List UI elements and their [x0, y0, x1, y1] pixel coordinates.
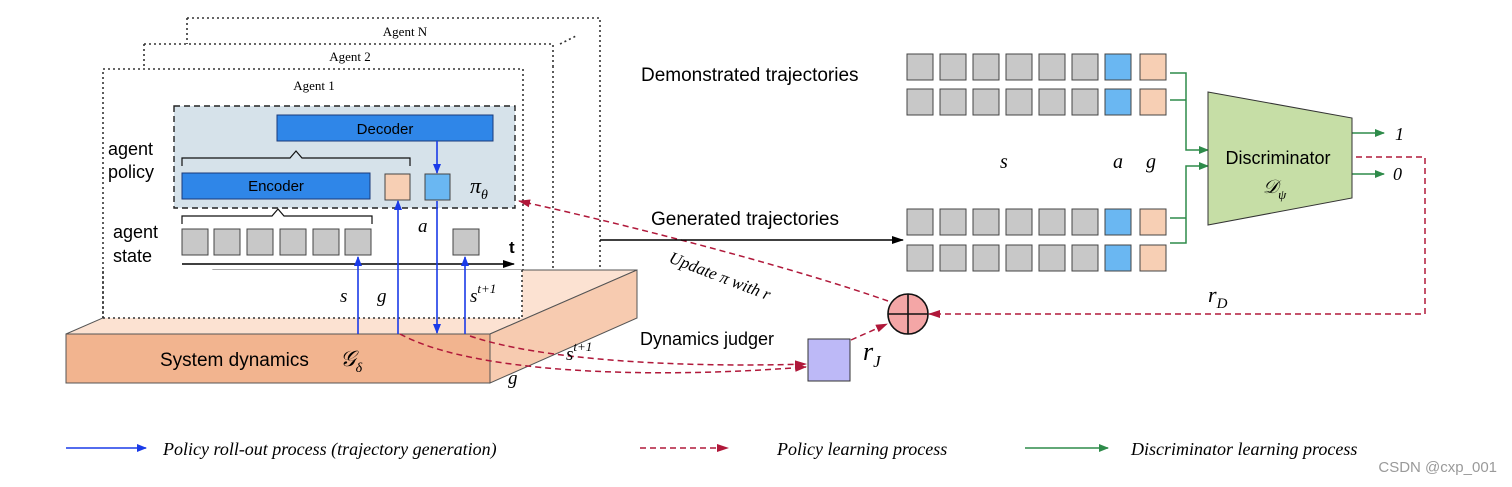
gen-row-1 — [906, 208, 1167, 236]
discriminator-shape — [1207, 91, 1353, 226]
demo-row-1 — [906, 53, 1167, 81]
generated-trajectories-label: Generated trajectories — [651, 209, 839, 230]
time-axis-label: t — [509, 238, 515, 257]
system-dynamics-slab: System dynamics 𝒢δ — [65, 269, 638, 384]
encoder-brace — [181, 150, 411, 166]
judger-to-sum-arrow — [850, 323, 888, 341]
state-cell — [213, 228, 241, 256]
ellipsis-dots — [559, 35, 577, 45]
column-label-s: s — [1000, 151, 1008, 173]
label-s-next: st+1 — [470, 281, 496, 307]
output-0-label: 0 — [1393, 164, 1402, 184]
disc-to-sum-arrow — [928, 156, 1426, 318]
legend-rollout-label: Policy roll-out process (trajectory gene… — [162, 439, 497, 460]
column-label-a: a — [1113, 151, 1123, 173]
agent-n-title: Agent N — [383, 24, 428, 39]
agent-2-title: Agent 2 — [329, 49, 371, 64]
state-cell — [181, 228, 209, 256]
policy-label-line1: agent — [108, 139, 153, 159]
agent-1-title: Agent 1 — [293, 78, 335, 93]
disc-reward-label: rD — [1208, 282, 1228, 312]
state-cell — [279, 228, 307, 256]
decoder-box — [276, 114, 494, 142]
label-s: s — [340, 286, 347, 307]
label-a: a — [418, 216, 428, 237]
action-output-box — [424, 173, 451, 201]
encoder-box — [181, 172, 371, 200]
legend-disc-learning-label: Discriminator learning process — [1130, 439, 1357, 459]
demo-row-2 — [906, 88, 1167, 116]
state-cell — [312, 228, 340, 256]
update-policy-label: Update π with r — [667, 248, 774, 304]
rollout-arrows: s g a st+1 — [340, 200, 496, 334]
system-dynamics-label: System dynamics — [160, 350, 309, 371]
gen-row-2 — [906, 244, 1167, 272]
decoder-label: Decoder — [357, 121, 414, 138]
encoder-label: Encoder — [248, 178, 304, 195]
slab-to-judger-arrow-1 — [399, 333, 807, 374]
discriminator-label: Discriminator — [1225, 148, 1330, 168]
watermark: CSDN @cxp_001 — [1378, 459, 1497, 476]
legend-policy-learning-label: Policy learning process — [776, 439, 947, 459]
gen-bracket — [1170, 162, 1209, 244]
demonstrated-trajectories-label: Demonstrated trajectories — [641, 65, 859, 86]
discriminator-symbol: 𝒟ψ — [1263, 177, 1287, 202]
discriminator-block: Discriminator 𝒟ψ 1 0 rD — [1207, 91, 1404, 312]
discriminator-learning-arrows — [1170, 72, 1385, 244]
next-state-cell — [452, 228, 480, 256]
label-g: g — [377, 286, 387, 307]
update-policy-arrow — [518, 199, 889, 302]
state-cell — [344, 228, 372, 256]
goal-input-box — [384, 173, 411, 201]
policy-label-line2: policy — [108, 162, 154, 182]
state-cells — [181, 228, 480, 256]
state-cell — [246, 228, 274, 256]
agent-state-block: agent state t — [113, 208, 515, 268]
judger-reward-label: rJ — [863, 337, 882, 371]
dynamics-judger-label: Dynamics judger — [640, 329, 774, 349]
state-label-line1: agent — [113, 222, 158, 242]
policy-symbol: πθ — [470, 173, 488, 203]
agent-policy-block: agent policy Decoder Encoder πθ — [108, 105, 516, 209]
demo-bracket — [1170, 72, 1209, 154]
trajectory-rows: s a g — [906, 53, 1167, 272]
state-label-line2: state — [113, 246, 152, 266]
label-s-next-2: st+1 — [566, 339, 592, 365]
state-brace — [181, 208, 373, 224]
legend: Policy roll-out process (trajectory gene… — [66, 439, 1357, 460]
system-dynamics-symbol: 𝒢δ — [340, 346, 363, 376]
reward-sum-node — [887, 293, 929, 335]
dynamics-judger: Dynamics judger rJ — [640, 329, 882, 382]
label-g-2: g — [508, 368, 518, 389]
dynamics-judger-box — [807, 338, 851, 382]
output-1-label: 1 — [1395, 124, 1404, 144]
agent-2-frame — [144, 43, 554, 290]
column-label-g: g — [1146, 151, 1156, 173]
slab-to-judger-arrow-2 — [469, 335, 807, 369]
